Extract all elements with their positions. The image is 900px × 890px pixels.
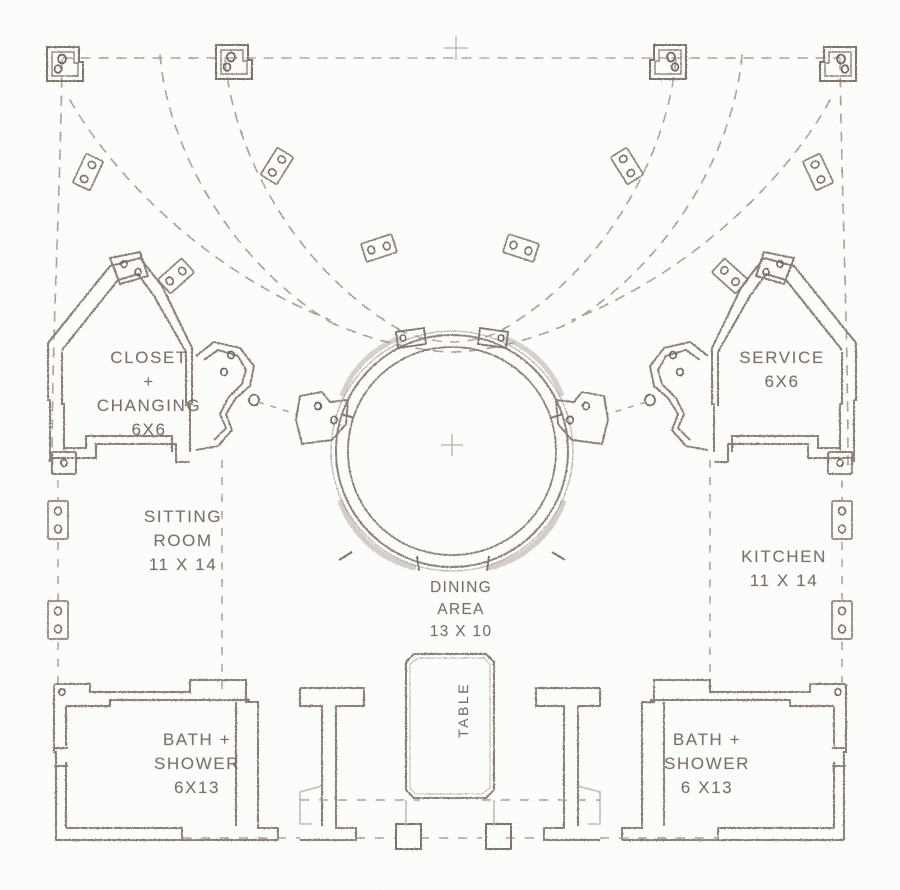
service-right-wall-inner — [839, 352, 843, 450]
corridor-left-soft — [299, 785, 323, 825]
service-bottom-ledge-inner — [731, 435, 840, 452]
bottom-square-posts — [395, 823, 512, 850]
closet-right-wall-outer — [189, 348, 193, 452]
rotunda-wall-shade-bl — [337, 499, 417, 571]
service-apex-pier — [754, 250, 796, 286]
left-hinge-knuckle — [248, 393, 260, 407]
rotunda-inner-wall — [347, 346, 557, 556]
service-bottom-ledge-outer — [714, 443, 854, 463]
dining-rotunda-ring — [330, 330, 574, 572]
left-rotunda-block — [295, 390, 350, 446]
bath-right-corner-bolt — [834, 687, 842, 697]
rotunda-wall-shade-tl — [339, 335, 401, 397]
closet-bottom-ledge-outer — [50, 443, 190, 463]
closet-left-wall-outer — [47, 343, 51, 462]
bath-left-bottom-inner — [66, 827, 183, 840]
service-left-wall-outer — [711, 348, 715, 452]
closet-bottom-ledge-inner — [64, 435, 173, 452]
corridor-soft-edges — [299, 785, 601, 826]
top-center-crosshair-marker — [444, 36, 468, 60]
left-connector-bolt-2 — [220, 367, 229, 377]
rotunda-outer-trace — [330, 330, 574, 572]
bath-left-corner-bolt — [58, 687, 66, 697]
corridor-left-T-wall-inner — [299, 688, 323, 826]
rotunda-pier-top-left — [394, 326, 428, 350]
closet-changing-walls — [47, 250, 193, 475]
corridor-right-T-wall — [535, 687, 600, 841]
arc-guide-lines — [51, 54, 849, 471]
closet-left-wall-inner — [61, 352, 65, 450]
corridor-right-soft — [577, 785, 601, 825]
arc-guide-outer-left-curve — [69, 99, 331, 321]
bottom-dashed-guide — [182, 799, 718, 839]
service-outer-angled-wall — [711, 256, 857, 349]
bath-left-top-inner — [66, 699, 250, 707]
left-connector-walls — [195, 340, 350, 451]
arc-guide-inner-right — [501, 59, 677, 331]
arc-guide-inner-left — [224, 59, 401, 331]
rotunda-entry-piers — [394, 326, 510, 350]
rotunda-wall-shade-tr — [503, 335, 565, 397]
closet-ledge-pier — [51, 451, 77, 475]
right-hinge-knuckle — [644, 393, 656, 407]
bath-right-bottom-inner — [717, 827, 834, 840]
rotunda-jamb-br2 — [551, 551, 566, 561]
rotunda-jamb-bl — [338, 551, 353, 561]
bath-right-west-outer — [621, 680, 655, 840]
rotunda-center-crosshair — [441, 434, 463, 456]
arc-guide-mid-right — [571, 54, 743, 323]
rotunda-wall-shade-br — [487, 499, 567, 571]
right-connector-outer — [648, 340, 709, 451]
rotunda-pier-top-right — [476, 326, 510, 350]
arc-guide-outer-right-curve — [571, 99, 831, 321]
arc-guide-inner-bottom — [329, 321, 573, 353]
bath-right-top-inner — [650, 699, 834, 707]
right-connector-bolt-2 — [675, 367, 684, 377]
arc-guide-right-vertical — [839, 59, 849, 471]
closet-apex-pier — [108, 250, 150, 286]
edge-dashed-guides — [57, 460, 843, 690]
service-inner-angled-wall — [717, 272, 843, 353]
arc-guide-left-vertical — [51, 59, 63, 471]
bath-left-east-outer — [245, 680, 279, 840]
arc-guide-mid-left — [159, 54, 331, 323]
rotunda-jamb-br — [486, 555, 490, 572]
left-connector-bolt-1 — [227, 350, 236, 360]
right-connector-walls — [554, 340, 709, 451]
bath-right-walls — [535, 679, 847, 841]
right-connector-bolt-1 — [668, 350, 677, 360]
corridor-right-T-wall-inner — [577, 688, 601, 826]
closet-inner-angled-wall — [61, 272, 187, 353]
service-ledge-pier — [827, 451, 853, 475]
service-right-wall-outer — [853, 343, 857, 462]
left-connector-inner — [203, 348, 248, 441]
right-connector-inner — [656, 348, 701, 441]
bath-left-west-outer — [53, 684, 57, 840]
closet-outer-angled-wall — [47, 256, 193, 349]
left-connector-outer — [195, 340, 256, 451]
service-walls — [711, 250, 857, 475]
dining-table-furniture — [405, 653, 495, 799]
rotunda-jamb-bl2 — [416, 555, 420, 572]
bath-right-east-outer — [843, 684, 847, 840]
right-rotunda-block — [554, 390, 609, 446]
bottom-post-right — [485, 823, 512, 850]
bottom-post-left — [395, 823, 422, 850]
rotunda-outer-wall — [334, 333, 570, 569]
